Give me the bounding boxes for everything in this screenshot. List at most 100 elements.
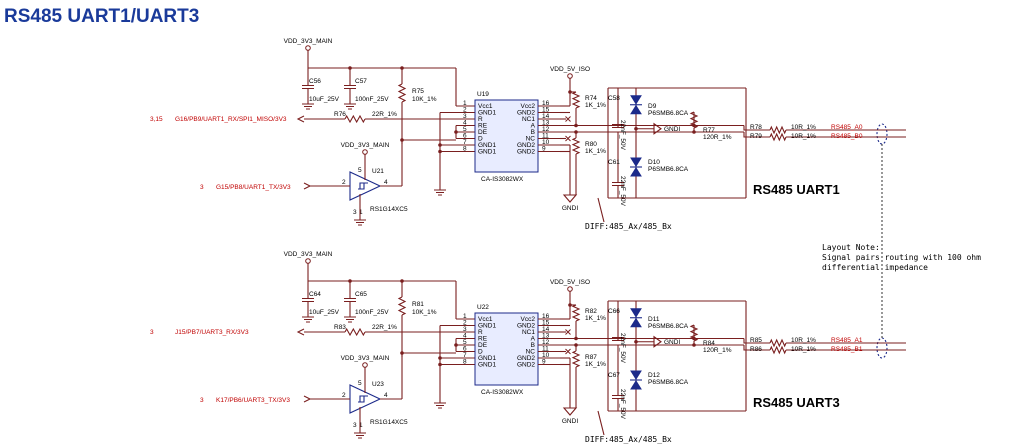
ic-left-pin-num: 1 (463, 313, 467, 320)
ic-right-pin-num: 11 (542, 346, 549, 353)
gndi-label: GNDI (562, 205, 578, 212)
ic-right-pin-name: NC (526, 136, 536, 143)
resistor-icon (397, 83, 407, 103)
buffer-pin-nc: 1 (359, 209, 363, 216)
resistor-icon (397, 296, 407, 316)
ic-left-pin-name: Vcc1 (478, 103, 493, 110)
ic-right-pin-num: 14 (542, 113, 550, 120)
ic-right-pin-name: A (531, 123, 536, 130)
tx-net-label: K17/PB6/UART3_TX/3V3 (216, 397, 290, 404)
tvs-bot-ref: D12 (648, 372, 660, 379)
ic-left-pin-num: 3 (463, 326, 467, 333)
series-b-value: 10R_1% (791, 346, 816, 353)
ic-right-pin-num: 13 (542, 120, 550, 127)
cap-bot-value: 22nF_50V (619, 389, 626, 420)
term-value: 120R_1% (703, 347, 732, 354)
ic-right-pin-name: B (531, 129, 535, 136)
tx-net-label: G15/PB8/UART1_TX/3V3 (216, 184, 291, 191)
tvs-diode-icon (630, 157, 642, 177)
block-title: RS485 UART3 (753, 395, 840, 410)
cap2-ref: C57 (355, 78, 367, 85)
ground-icon (344, 103, 356, 110)
pullup-ref: R81 (412, 301, 424, 308)
tvs-bot-ref: D10 (648, 159, 660, 166)
wire (743, 125, 770, 131)
ic-right-pin-num: 11 (542, 133, 549, 140)
ic-left-pin-name: R (478, 116, 483, 123)
diff-note: DIFF:485_Ax/485_Bx (585, 435, 672, 444)
layout-note: Layout Note: Signal pairs routing with 1… (822, 243, 981, 272)
capacitor-icon (302, 297, 314, 303)
ic-right-pin-name: GND2 (517, 323, 535, 330)
ic-left-pin-name: RE (478, 336, 488, 343)
buffer-ref: U23 (372, 381, 384, 388)
ic-right-pin-num: 15 (542, 107, 550, 114)
ic-right-pin-name: GND2 (517, 110, 535, 117)
schmitt-icon (358, 395, 368, 403)
ic-left-pin-num: 7 (463, 352, 467, 359)
ic-left-pin-name: R (478, 329, 483, 336)
junction-dot (692, 130, 696, 134)
resistor-icon (571, 350, 581, 368)
block-title: RS485 UART1 (753, 182, 840, 197)
ic-left-pin-name: GND1 (478, 110, 496, 117)
junction-dot (438, 362, 442, 367)
diff-pair-marker-1 (876, 123, 888, 145)
capacitor-icon (302, 84, 314, 90)
resistor-icon (689, 324, 699, 342)
no-connect-icon (565, 116, 571, 122)
ic-right-pin-name: Vcc2 (521, 316, 536, 323)
ic-left-pin-name: GND1 (478, 323, 496, 330)
rs485-a-net: RS485_A1 (831, 337, 863, 344)
tvs-bot-value: P6SMB6.8CA (648, 379, 689, 386)
tvs-diode-icon (630, 95, 642, 115)
pullup-value: 10K_1% (412, 96, 437, 103)
ground-icon (344, 316, 356, 323)
ic-right-pin-num: 10 (542, 139, 550, 146)
ic-right-pin-name: GND2 (517, 149, 535, 156)
ic-left-pin-name: D (478, 136, 483, 143)
tvs-diode-icon (630, 308, 642, 328)
cap-top-ref: C58 (608, 95, 620, 102)
bias-bot-ref: R87 (585, 354, 597, 361)
power-port-icon (305, 45, 311, 51)
term-ref: R84 (703, 340, 715, 347)
tvs-top-ref: D11 (648, 316, 660, 323)
tvs-top-ref: D9 (648, 103, 657, 110)
ic-left-pin-name: GND1 (478, 362, 496, 369)
cap1-ref: C64 (309, 291, 321, 298)
bias-bot-value: 1K_1% (585, 361, 606, 368)
series-a-value: 10R_1% (791, 337, 816, 344)
ic-left-pin-name: DE (478, 129, 488, 136)
pullup-ref: R75 (412, 88, 424, 95)
ground-icon (302, 103, 314, 110)
ic-right-pin-num: 14 (542, 326, 550, 333)
cap-top-value: 22nF_50V (619, 333, 626, 364)
gndi-label: GNDI (562, 418, 578, 425)
rx-page-ref: 3,15 (150, 116, 163, 123)
ic-right-pin-num: 12 (542, 126, 550, 133)
ic-left-pin-num: 6 (463, 346, 467, 353)
rx-net-label: G16/PB9/UART1_RX/SPI1_MISO/3V3 (175, 116, 287, 123)
bias-bot-ref: R80 (585, 141, 597, 148)
capacitor-icon (344, 84, 356, 90)
bias-bot-value: 1K_1% (585, 148, 606, 155)
series-a-value: 10R_1% (791, 124, 816, 131)
buffer-part: RS1G14XC5 (370, 419, 408, 426)
buffer-ref: U21 (372, 168, 384, 175)
cap-bot-ref: C61 (608, 159, 620, 166)
ic-right-pin-num: 16 (542, 313, 550, 320)
gndi-flag-icon (653, 122, 662, 135)
ic-left-pin-name: RE (478, 123, 488, 130)
buffer-pin-in: 2 (342, 179, 346, 186)
ic-left-pin-num: 2 (463, 107, 467, 114)
power-port-icon (362, 149, 368, 155)
power-net-label: VDD_3V3_MAIN (284, 38, 333, 45)
power-net-label: VDD_5V_ISO (550, 66, 590, 73)
diff-note: DIFF:485_Ax/485_Bx (585, 222, 672, 231)
ic-left-pin-num: 3 (463, 113, 467, 120)
power-net-label: VDD_3V3_MAIN (341, 142, 390, 149)
gndi-flag-label: GNDI (664, 126, 680, 133)
resistor-icon (769, 338, 787, 348)
ic-right-pin-name: B (531, 342, 535, 349)
